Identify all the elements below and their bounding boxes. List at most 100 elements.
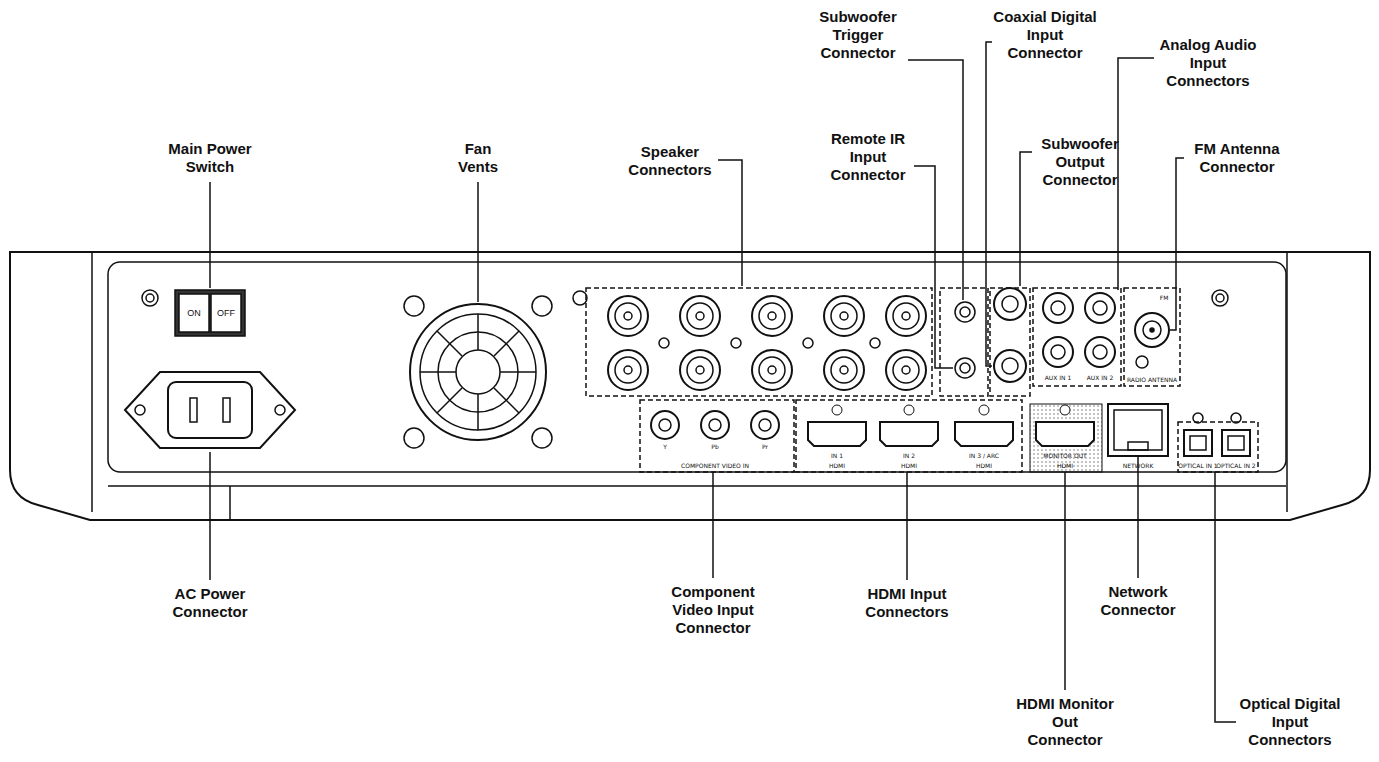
binding-post (696, 312, 704, 320)
binding-post (870, 338, 880, 348)
callout-label: Analog Audio Input Connectors (1156, 36, 1260, 90)
small-jacks (1002, 358, 1018, 374)
binding-post (840, 366, 848, 374)
binding-post (803, 338, 813, 348)
callout-label: Optical Digital Input Connectors (1238, 695, 1342, 749)
hdmi-ports (832, 405, 842, 415)
binding-post (768, 366, 776, 374)
small-jacks (1085, 293, 1115, 323)
fan (420, 314, 536, 430)
binding-post (615, 303, 641, 329)
chassis (1216, 294, 1224, 302)
callout-label: FM Antenna Connector (1187, 140, 1287, 176)
panel-marking: OPTICAL IN 2 (1216, 462, 1255, 469)
small-jacks (1093, 301, 1107, 315)
network-port (1128, 442, 1148, 450)
component-jacks (751, 411, 779, 439)
small-jacks (1043, 293, 1073, 323)
panel-marking: IN 2 (903, 452, 915, 459)
callout-label: HDMI Monitor Out Connector (1013, 695, 1117, 749)
power-switch (211, 294, 241, 332)
binding-post (893, 303, 919, 329)
chassis (142, 290, 158, 306)
binding-post (824, 350, 864, 390)
panel-marking: RADIO ANTENNA (1127, 376, 1177, 383)
binding-post (608, 296, 648, 336)
ac-inlet (125, 372, 295, 448)
binding-post (824, 296, 864, 336)
component-jacks (651, 411, 679, 439)
panel-marking: Y (663, 443, 667, 450)
callout-label: Fan Vents (453, 140, 503, 176)
leader-lines (1137, 456, 1139, 578)
dashed-groups (796, 400, 1022, 472)
panel-marking: HDMI (1057, 462, 1073, 469)
callout-label: Coaxial Digital Input Connector (993, 8, 1097, 62)
optical-ports (1228, 436, 1244, 450)
leader-lines (712, 472, 714, 578)
binding-post (680, 350, 720, 390)
small-jacks (955, 302, 975, 322)
small-jacks (955, 358, 975, 378)
binding-post (752, 296, 792, 336)
binding-post (759, 357, 785, 383)
dashed-groups (1124, 288, 1180, 386)
dashed-groups (640, 400, 794, 472)
network-port (1108, 404, 1168, 456)
hdmi-ports (808, 422, 866, 446)
panel-marking: IN 3 / ARC (969, 452, 999, 459)
leader-lines (906, 472, 908, 580)
callout-label: Speaker Connectors (625, 143, 715, 179)
power-switch (175, 290, 245, 336)
hdmi-ports (808, 404, 1102, 472)
binding-post (886, 296, 926, 336)
panel-marking: Pr (762, 443, 768, 450)
fan (404, 296, 552, 448)
dashed-groups (1178, 422, 1258, 472)
binding-post (624, 312, 632, 320)
chassis (10, 252, 1370, 520)
hdmi-ports (880, 422, 938, 446)
panel-marking: HDMI (829, 462, 845, 469)
callout-label: Main Power Switch (155, 140, 265, 176)
callout-label: Subwoofer Trigger Connector (812, 8, 904, 62)
optical-ports (1190, 436, 1206, 450)
hdmi-ports (979, 405, 989, 415)
binding-post (886, 350, 926, 390)
leader-lines (209, 182, 211, 288)
leader-lines (210, 42, 1236, 722)
chassis (229, 486, 231, 520)
hdmi-ports (1060, 405, 1070, 415)
dashed-groups (586, 288, 1258, 472)
panel-marking: ON (187, 308, 201, 318)
binding-post (752, 350, 792, 390)
binding-post (902, 366, 910, 374)
component-jacks (651, 411, 779, 439)
dashed-groups (1033, 288, 1121, 386)
component-jacks (709, 419, 721, 431)
chassis (573, 291, 587, 305)
hdmi-ports (955, 422, 1013, 446)
callout-label: Subwoofer Output Connector (1034, 135, 1126, 189)
leader-lines (477, 182, 479, 302)
binding-post (615, 357, 641, 383)
leader-lines (718, 160, 742, 286)
optical-ports (1184, 430, 1212, 456)
panel-marking: HDMI (976, 462, 992, 469)
component-jacks (701, 411, 729, 439)
hdmi-ports (1030, 404, 1102, 472)
network-port (1114, 410, 1162, 450)
binding-post (731, 338, 741, 348)
small-jacks (960, 307, 970, 317)
chassis (108, 262, 1286, 472)
ac-inlet (190, 398, 197, 422)
optical-ports (1222, 430, 1250, 456)
panel-marking: AUX IN 1 (1045, 374, 1072, 381)
power-switch (179, 294, 209, 332)
chassis (10, 252, 1370, 520)
binding-post (840, 312, 848, 320)
small-jacks (1051, 301, 1065, 315)
binding-post (687, 357, 713, 383)
fan (456, 350, 500, 394)
power-switch (175, 290, 245, 336)
